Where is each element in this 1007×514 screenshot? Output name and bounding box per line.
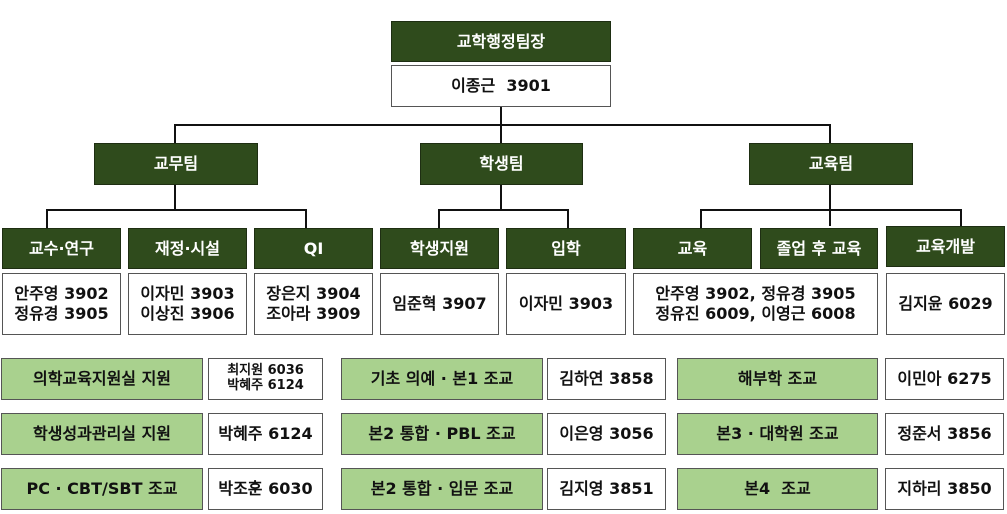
unit-people: 이자민 3903 <box>506 273 626 335</box>
support-role: 본2 통합 · 입문 조교 <box>341 468 543 510</box>
connector <box>46 209 307 211</box>
team-education: 교육팀 <box>749 143 913 185</box>
unit-label: 졸업 후 교육 <box>760 228 878 269</box>
person: 정유경 3905 <box>14 304 109 323</box>
person: 최지원 6036 <box>227 363 304 379</box>
connector <box>960 209 962 226</box>
person: 박혜주 6124 <box>227 378 304 393</box>
unit-label: 재정·시설 <box>128 228 247 269</box>
connector <box>438 209 440 228</box>
support-role: 학생성과관리실 지원 <box>1 413 203 455</box>
head-title: 교학행정팀장 <box>391 21 611 62</box>
person: 장은지 3904 <box>266 284 361 303</box>
support-role: 본2 통합 · PBL 조교 <box>341 413 543 455</box>
unit-label: QI <box>254 228 373 269</box>
connector <box>500 185 502 210</box>
support-people: 김하연 3858 <box>547 358 666 400</box>
unit-label: 입학 <box>506 228 626 269</box>
person: 안주영 3902, 정유경 3905 <box>655 284 856 303</box>
support-role: PC · CBT/SBT 조교 <box>1 468 203 510</box>
person: 이상진 3906 <box>140 304 235 323</box>
connector <box>700 209 702 228</box>
unit-people: 김지윤 6029 <box>886 273 1005 335</box>
support-people: 김지영 3851 <box>547 468 666 510</box>
team-student: 학생팀 <box>420 143 583 185</box>
connector <box>174 124 831 126</box>
unit-label: 교육개발 <box>886 226 1005 267</box>
connector <box>500 124 502 143</box>
connector <box>567 209 569 228</box>
unit-people: 임준혁 3907 <box>380 273 499 335</box>
connector <box>174 124 176 143</box>
team-academic: 교무팀 <box>94 143 258 185</box>
support-people: 박혜주 6124 <box>208 413 323 455</box>
connector <box>438 209 569 211</box>
person: 정유진 6009, 이영근 6008 <box>655 304 856 323</box>
head-name: 이종근 3901 <box>391 65 611 107</box>
support-role: 기초 의예 · 본1 조교 <box>341 358 543 400</box>
support-people: 이은영 3056 <box>547 413 666 455</box>
unit-label: 교수·연구 <box>2 228 121 269</box>
connector <box>829 185 831 226</box>
connector <box>700 209 962 211</box>
support-role: 본3 · 대학원 조교 <box>677 413 878 455</box>
person: 조아라 3909 <box>266 304 361 323</box>
support-people: 지하리 3850 <box>885 468 1004 510</box>
connector <box>305 209 307 228</box>
support-people: 이민아 6275 <box>885 358 1004 400</box>
support-role: 해부학 조교 <box>677 358 878 400</box>
connector <box>829 124 831 143</box>
unit-label: 학생지원 <box>380 228 499 269</box>
connector <box>500 107 502 125</box>
unit-label: 교육 <box>633 228 752 269</box>
connector <box>46 209 48 228</box>
support-people: 박조훈 6030 <box>208 468 323 510</box>
person: 이자민 3903 <box>140 284 235 303</box>
support-people: 정준서 3856 <box>885 413 1004 455</box>
support-role: 의학교육지원실 지원 <box>1 358 203 400</box>
person: 안주영 3902 <box>14 284 109 303</box>
support-role: 본4 조교 <box>677 468 878 510</box>
connector <box>174 185 176 210</box>
